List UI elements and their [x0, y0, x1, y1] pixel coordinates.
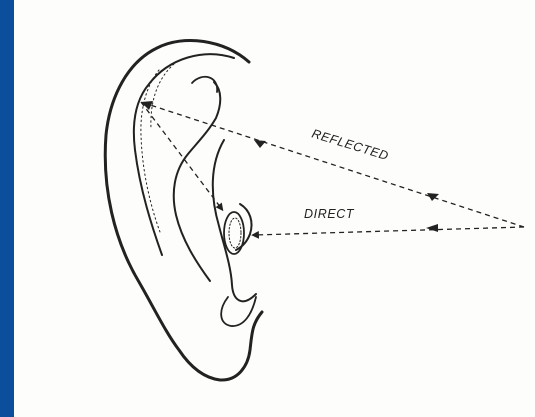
helix-shading-2 — [151, 64, 174, 128]
arrowhead — [427, 193, 439, 201]
ear-drawing — [105, 40, 262, 380]
outer-helix — [105, 40, 262, 380]
helix-shading — [141, 70, 160, 232]
concha-edge — [213, 140, 256, 301]
ear-canal-shading — [229, 218, 241, 248]
direct-label: DIRECT — [304, 207, 355, 221]
diagram-canvas: REFLECTED DIRECT — [14, 0, 535, 417]
direct-path — [255, 227, 524, 235]
reflected-path-to-canal — [141, 102, 221, 208]
ear-sound-diagram: REFLECTED DIRECT — [14, 0, 535, 417]
arrowheads — [141, 101, 439, 232]
lobule — [221, 297, 256, 326]
arrowhead — [254, 140, 266, 148]
anti-helix-fold — [192, 77, 217, 92]
arrowhead — [426, 224, 438, 232]
reflected-label: REFLECTED — [310, 126, 390, 163]
